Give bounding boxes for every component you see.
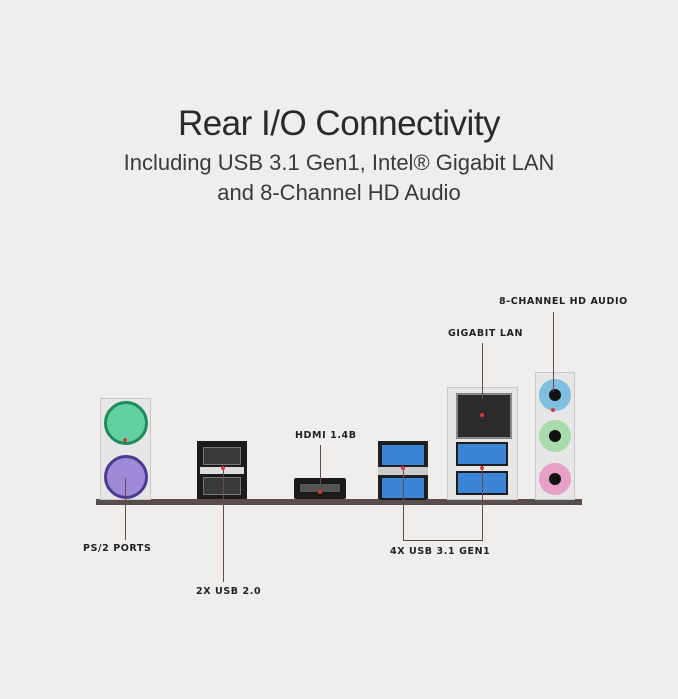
subtitle-line-1: Including USB 3.1 Gen1, Intel® Gigabit L…: [123, 150, 555, 175]
usb3-leader-line-right: [482, 467, 483, 540]
audio-panel: [535, 372, 575, 500]
usb2-divider: [200, 467, 244, 474]
usb3-port: [380, 443, 426, 467]
ps2-label: PS/2 PORTS: [83, 543, 152, 554]
lan-marker-dot: [480, 413, 484, 417]
usb2-label: 2X USB 2.0: [196, 586, 262, 597]
audio-mic-jack: [539, 463, 571, 495]
ps2-mouse-port: [104, 401, 148, 445]
lan-label: GIGABIT LAN: [448, 328, 524, 339]
usb3-label: 4X USB 3.1 GEN1: [390, 546, 491, 557]
audio-line-in-jack: [539, 379, 571, 411]
subtitle-line-2: and 8-Channel HD Audio: [217, 180, 461, 205]
ps2-leader-line: [125, 478, 126, 540]
usb3-leader-connector: [403, 540, 483, 541]
audio-leader-line: [553, 312, 554, 392]
ps2-marker-dot: [123, 438, 127, 442]
usb3-port: [456, 442, 508, 466]
audio-label: 8-CHANNEL HD AUDIO: [499, 296, 628, 307]
hdmi-marker-dot: [318, 490, 322, 494]
audio-line-out-jack: [539, 420, 571, 452]
usb2-port-stack: [197, 441, 247, 499]
audio-marker-dot: [551, 408, 555, 412]
usb2-port: [203, 477, 241, 495]
usb3-marker-dot: [480, 466, 484, 470]
usb2-leader-line: [223, 467, 224, 582]
io-shield-base: [96, 499, 582, 505]
usb3-leader-line-left: [403, 467, 404, 540]
usb3-marker-dot: [401, 466, 405, 470]
ps2-keyboard-port: [104, 455, 148, 499]
rj45-port: [456, 393, 512, 439]
usb2-marker-dot: [221, 466, 225, 470]
page-title: Rear I/O Connectivity: [177, 104, 501, 143]
lan-leader-line: [482, 343, 483, 399]
usb2-port: [203, 447, 241, 465]
hdmi-label: HDMI 1.4B: [295, 430, 357, 441]
hdmi-leader-line: [320, 445, 321, 492]
